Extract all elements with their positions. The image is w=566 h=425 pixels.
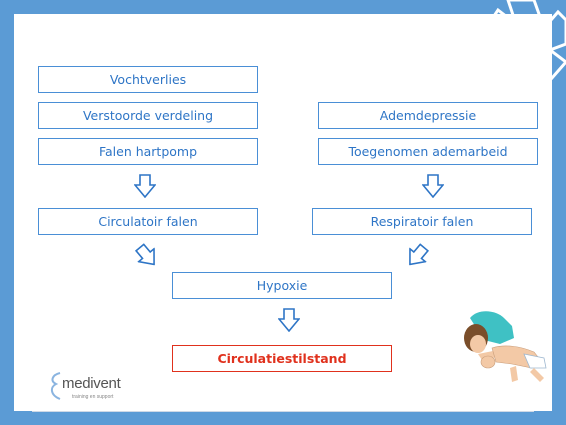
logo-tagline: training en support bbox=[72, 394, 114, 400]
logo-name: medivent bbox=[62, 375, 121, 392]
arrow-down-icon bbox=[134, 174, 156, 198]
box-respiratoir-falen: Respiratoir falen bbox=[312, 208, 532, 235]
infant-cpr-illustration bbox=[464, 311, 547, 382]
box-hypoxie: Hypoxie bbox=[172, 272, 392, 299]
arrow-down-icon bbox=[278, 308, 300, 332]
arrow-down-icon bbox=[422, 174, 444, 198]
box-toegenomen-ademarbeid: Toegenomen ademarbeid bbox=[318, 138, 538, 165]
medivent-logo: medivent training en support bbox=[48, 369, 128, 407]
footer-divider bbox=[32, 411, 534, 412]
box-circulatiestilstand: Circulatiestilstand bbox=[172, 345, 392, 372]
slide-canvas: Vochtverlies Verstoorde verdeling Falen … bbox=[14, 14, 552, 412]
box-vochtverlies: Vochtverlies bbox=[38, 66, 258, 93]
box-verstoorde-verdeling: Verstoorde verdeling bbox=[38, 102, 258, 129]
arrow-diagonal-right-icon bbox=[134, 243, 155, 266]
box-falen-hartpomp: Falen hartpomp bbox=[38, 138, 258, 165]
box-ademdepressie: Ademdepressie bbox=[318, 102, 538, 129]
logo-mark-icon bbox=[50, 372, 61, 400]
arrow-diagonal-left-icon bbox=[409, 243, 430, 266]
box-circulatoir-falen: Circulatoir falen bbox=[38, 208, 258, 235]
